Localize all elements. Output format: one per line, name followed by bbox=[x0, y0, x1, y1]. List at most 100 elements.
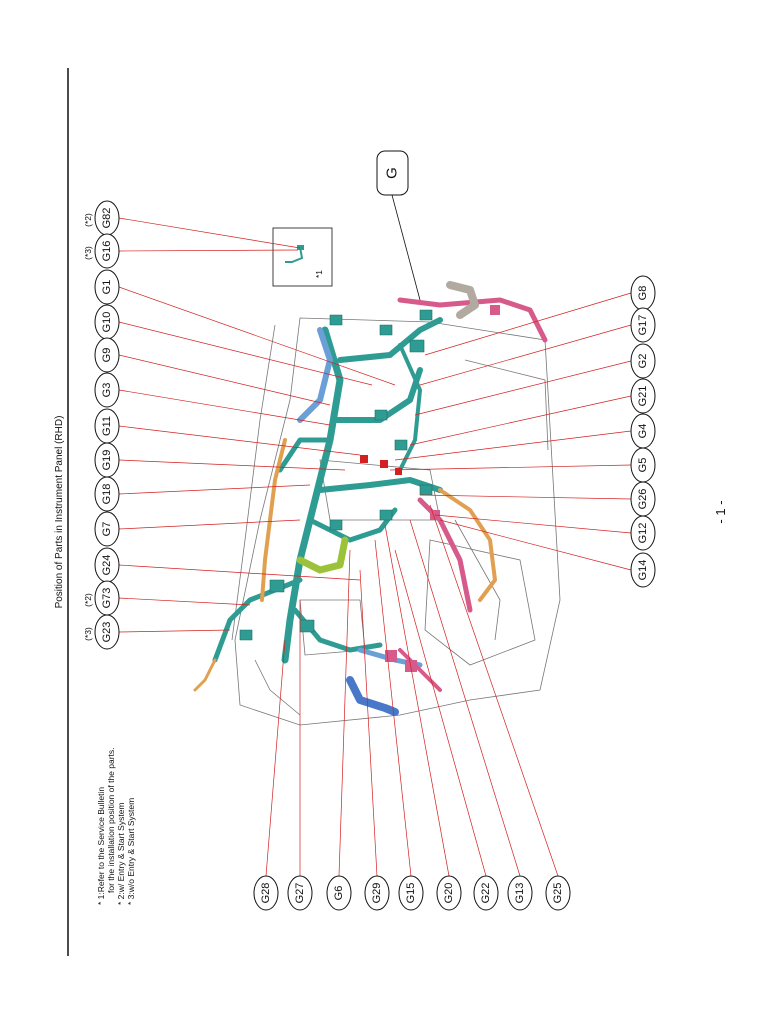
inset-marker: *1 bbox=[314, 270, 324, 278]
harness-blue bbox=[346, 676, 399, 716]
leader-line bbox=[118, 286, 396, 386]
harness-pink bbox=[398, 648, 442, 692]
connector-label: G17 bbox=[637, 315, 649, 336]
leader-line bbox=[118, 597, 251, 606]
leader-line bbox=[359, 569, 378, 877]
connector-bubble-g29: G29 bbox=[364, 875, 390, 911]
connector-label: G26 bbox=[637, 489, 649, 510]
connector-label: G29 bbox=[371, 883, 383, 904]
leader-line bbox=[118, 459, 346, 471]
connector-label: G18 bbox=[101, 484, 113, 505]
connector-label: G16 bbox=[101, 241, 113, 262]
harness-branch bbox=[337, 317, 443, 363]
connector-bubble-g26: G26 bbox=[630, 481, 656, 517]
leader-line bbox=[429, 504, 559, 877]
leader-line bbox=[419, 324, 632, 386]
connector-label: G2 bbox=[637, 354, 649, 369]
connector-label: G82 bbox=[101, 208, 113, 229]
leader-line bbox=[118, 321, 373, 386]
connector-bubble-g82: G82 (*2) bbox=[83, 200, 120, 236]
connector-label: G14 bbox=[637, 560, 649, 581]
harness-orange bbox=[260, 438, 287, 602]
connector-blocks-red bbox=[360, 455, 402, 475]
connector-bubble-g8: G8 bbox=[630, 275, 656, 311]
harness-green bbox=[296, 536, 349, 574]
leader-line bbox=[118, 564, 361, 581]
leader-line bbox=[338, 549, 351, 877]
connector-label: G28 bbox=[260, 883, 272, 904]
connector-label: G11 bbox=[101, 416, 113, 436]
connector-label: G5 bbox=[637, 458, 649, 473]
connector-label: G22 bbox=[480, 883, 492, 904]
connector-bubble-g16: G16(*3) bbox=[83, 233, 120, 269]
connector-bubble-g23: G23(*3) bbox=[83, 614, 120, 650]
connector-label: G23 bbox=[101, 622, 113, 643]
connector-label: G7 bbox=[101, 522, 113, 537]
connector-label: G3 bbox=[101, 383, 113, 398]
leader-line bbox=[374, 539, 412, 877]
connector-bubble-g3: G3 bbox=[94, 372, 120, 408]
notes-block: * 1:Refer to the Service Bulletin for th… bbox=[96, 747, 136, 905]
connector-note: (*2) bbox=[83, 213, 93, 227]
leader-line bbox=[118, 217, 301, 249]
leader-line bbox=[118, 484, 311, 495]
connector-bubble-g9: G9 bbox=[94, 337, 120, 373]
leader-line bbox=[118, 249, 299, 252]
leader-line bbox=[409, 395, 632, 446]
connector-bubble-g17: G17 bbox=[630, 307, 656, 343]
connector-bubble-g21: G21 bbox=[630, 378, 656, 414]
leader-line bbox=[394, 430, 632, 461]
harness-branch bbox=[277, 437, 333, 473]
connector-label: G73 bbox=[101, 588, 113, 609]
connector-row-bottom: G28 G27 G6 G29 G15 G20 G22 G13 G25 bbox=[253, 875, 571, 911]
leader-line bbox=[118, 519, 301, 530]
wiring-harness bbox=[193, 281, 548, 716]
leader-line bbox=[118, 389, 331, 426]
connector-row-top: G82 (*2) G16(*3) G1G10G9G3G11G19G18G7G24G73… bbox=[83, 200, 120, 650]
connector-label: G9 bbox=[101, 348, 113, 363]
note-line: * 2:w/ Entry & Start System bbox=[116, 802, 126, 905]
connector-label: G15 bbox=[405, 883, 417, 904]
connector-label: G1 bbox=[101, 280, 113, 295]
connector-bubble-g24: G24 bbox=[94, 547, 120, 583]
harness-orange bbox=[438, 488, 497, 602]
note-line: * 3:w/o Entry & Start System bbox=[126, 798, 136, 905]
connector-label: G20 bbox=[443, 883, 455, 904]
page-number: - 1 - bbox=[713, 500, 728, 523]
harness-pink bbox=[417, 497, 473, 613]
leader-lines bbox=[118, 217, 632, 877]
harness-gray bbox=[446, 281, 479, 319]
connector-bubble-g14: G14 bbox=[630, 552, 656, 588]
connector-bubble-g25: G25 bbox=[545, 875, 571, 911]
connector-bubble-g2: G2 bbox=[630, 343, 656, 379]
harness-orange bbox=[193, 658, 217, 692]
connector-label: G4 bbox=[637, 424, 649, 439]
connector-label: G25 bbox=[552, 883, 564, 904]
leader-line bbox=[118, 354, 331, 406]
connector-label: G27 bbox=[294, 883, 306, 904]
leader-line bbox=[409, 519, 521, 877]
note-line: for the installation position of the par… bbox=[106, 747, 116, 893]
connector-bubble-g27: G27 bbox=[287, 875, 313, 911]
inset-box: *1 bbox=[272, 227, 333, 287]
leader-line bbox=[439, 519, 632, 571]
connector-note: (*2) bbox=[83, 593, 93, 607]
connector-bubble-g11: G11 bbox=[94, 408, 120, 444]
leader-line bbox=[394, 549, 487, 877]
connector-bubble-g4: G4 bbox=[630, 413, 656, 449]
connector-bubble-g12: G12 bbox=[630, 515, 656, 551]
connector-label: G6 bbox=[333, 886, 345, 901]
connector-label: G19 bbox=[101, 450, 113, 471]
connector-bubble-g7: G7 bbox=[94, 511, 120, 547]
connector-bubble-g18: G18 bbox=[94, 476, 120, 512]
diagram-title: Position of Parts in Instrument Panel (R… bbox=[54, 416, 65, 609]
connector-label: G10 bbox=[101, 312, 113, 333]
leader-line bbox=[118, 629, 231, 633]
connector-label: G8 bbox=[637, 286, 649, 301]
callout-g: G bbox=[376, 150, 421, 301]
connector-bubble-g6: G6 bbox=[326, 875, 352, 911]
connector-label: G24 bbox=[101, 555, 113, 576]
connector-bubble-g20: G20 bbox=[436, 875, 462, 911]
connector-bubble-g13: G13 bbox=[507, 875, 533, 911]
connector-blocks bbox=[239, 309, 433, 641]
